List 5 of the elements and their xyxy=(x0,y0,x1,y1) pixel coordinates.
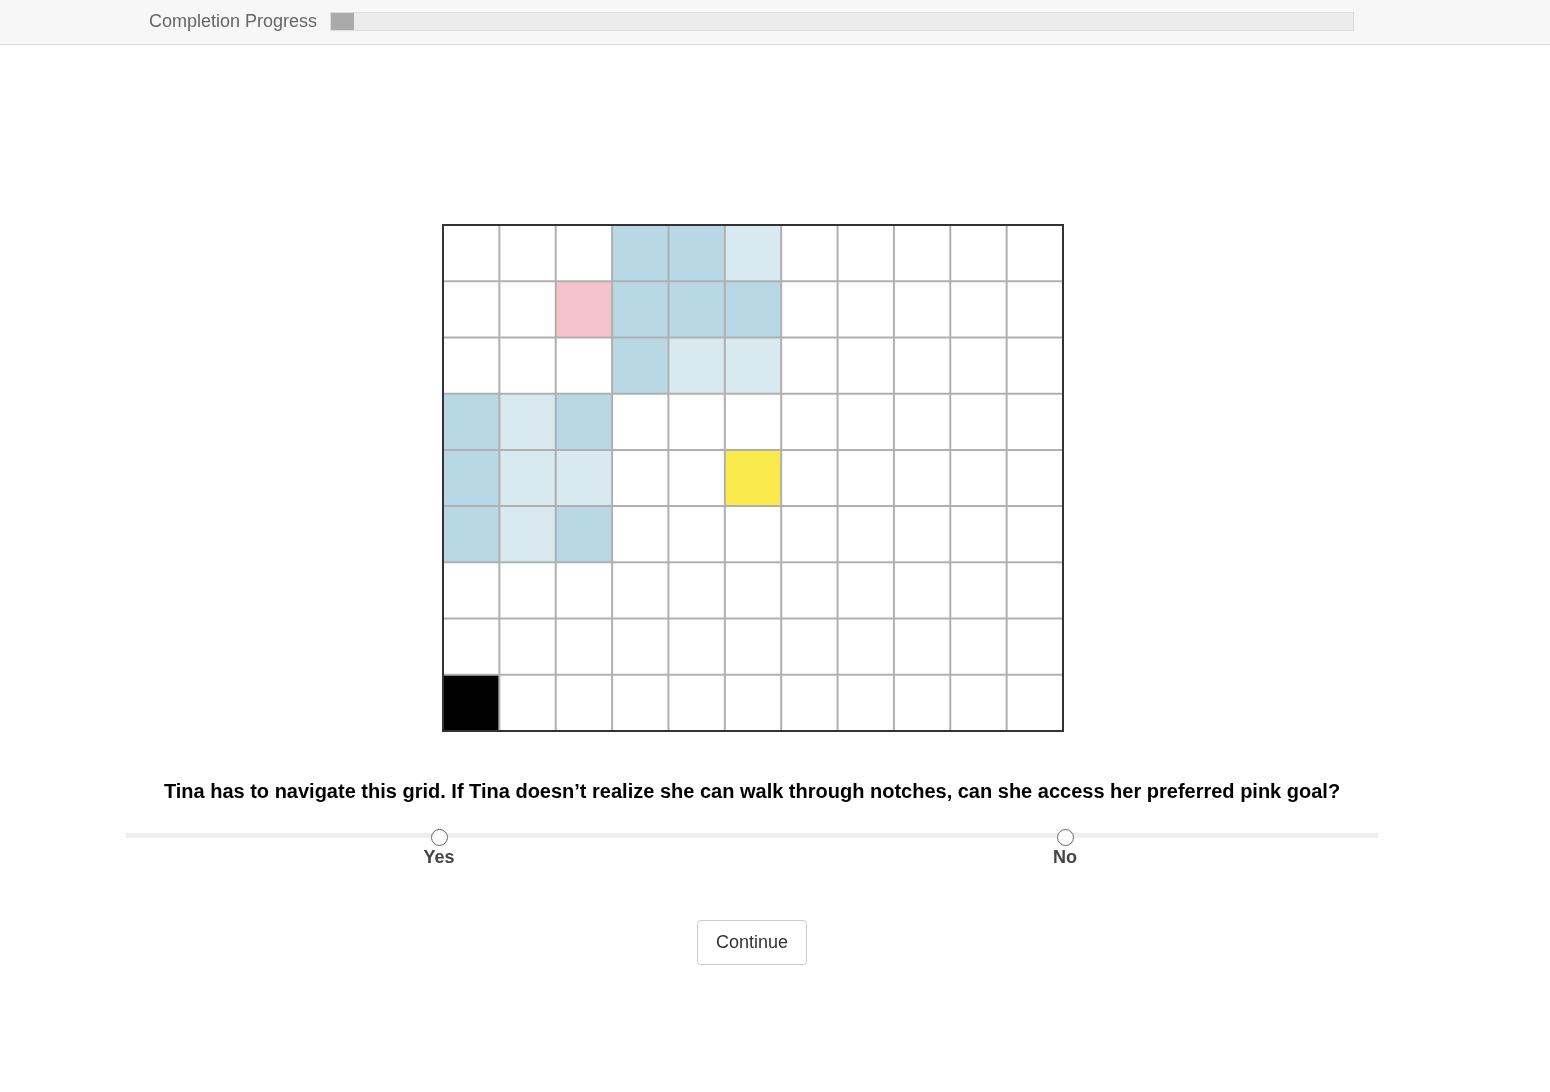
continue-button: Continue xyxy=(697,920,807,965)
option-label: No xyxy=(1052,846,1078,868)
progress-label: Completion Progress xyxy=(149,10,318,32)
option-label: Yes xyxy=(422,846,456,868)
question-text: Tina has to navigate this grid. If Tina doesn’t realize she can walk through notches, can she access her preferred pink goal? xyxy=(162,779,1342,804)
